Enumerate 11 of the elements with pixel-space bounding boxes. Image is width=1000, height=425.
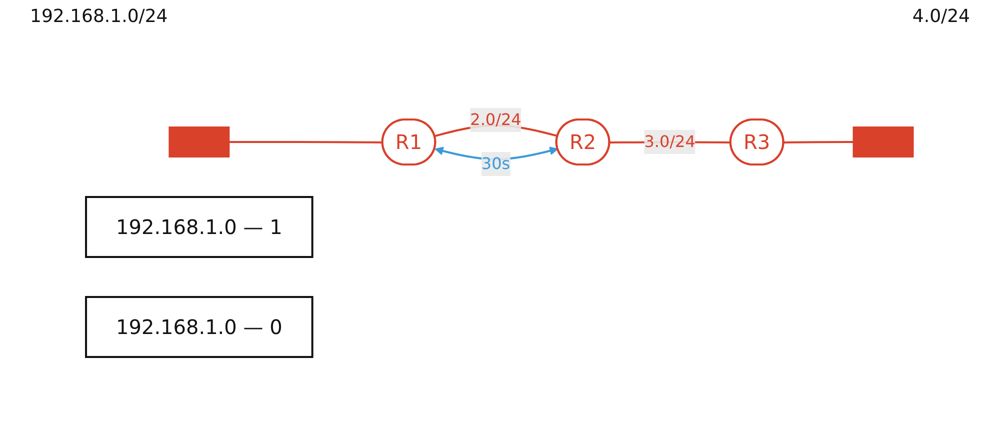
connector	[230, 140, 384, 143]
node-box: 192.168.1.0 — 1	[85, 196, 314, 258]
network-label: 192.168.1.0/24	[30, 6, 168, 29]
connector	[784, 140, 854, 143]
node-bar	[853, 126, 914, 157]
edge-label: 2.0/24	[470, 110, 522, 128]
node-box: 192.168.1.0 — 0	[85, 296, 314, 358]
node-bar	[169, 126, 230, 157]
network-label: 4.0/24	[912, 6, 970, 29]
edge-label: 3.0/24	[644, 132, 696, 150]
edge-label: 30s	[482, 153, 510, 172]
